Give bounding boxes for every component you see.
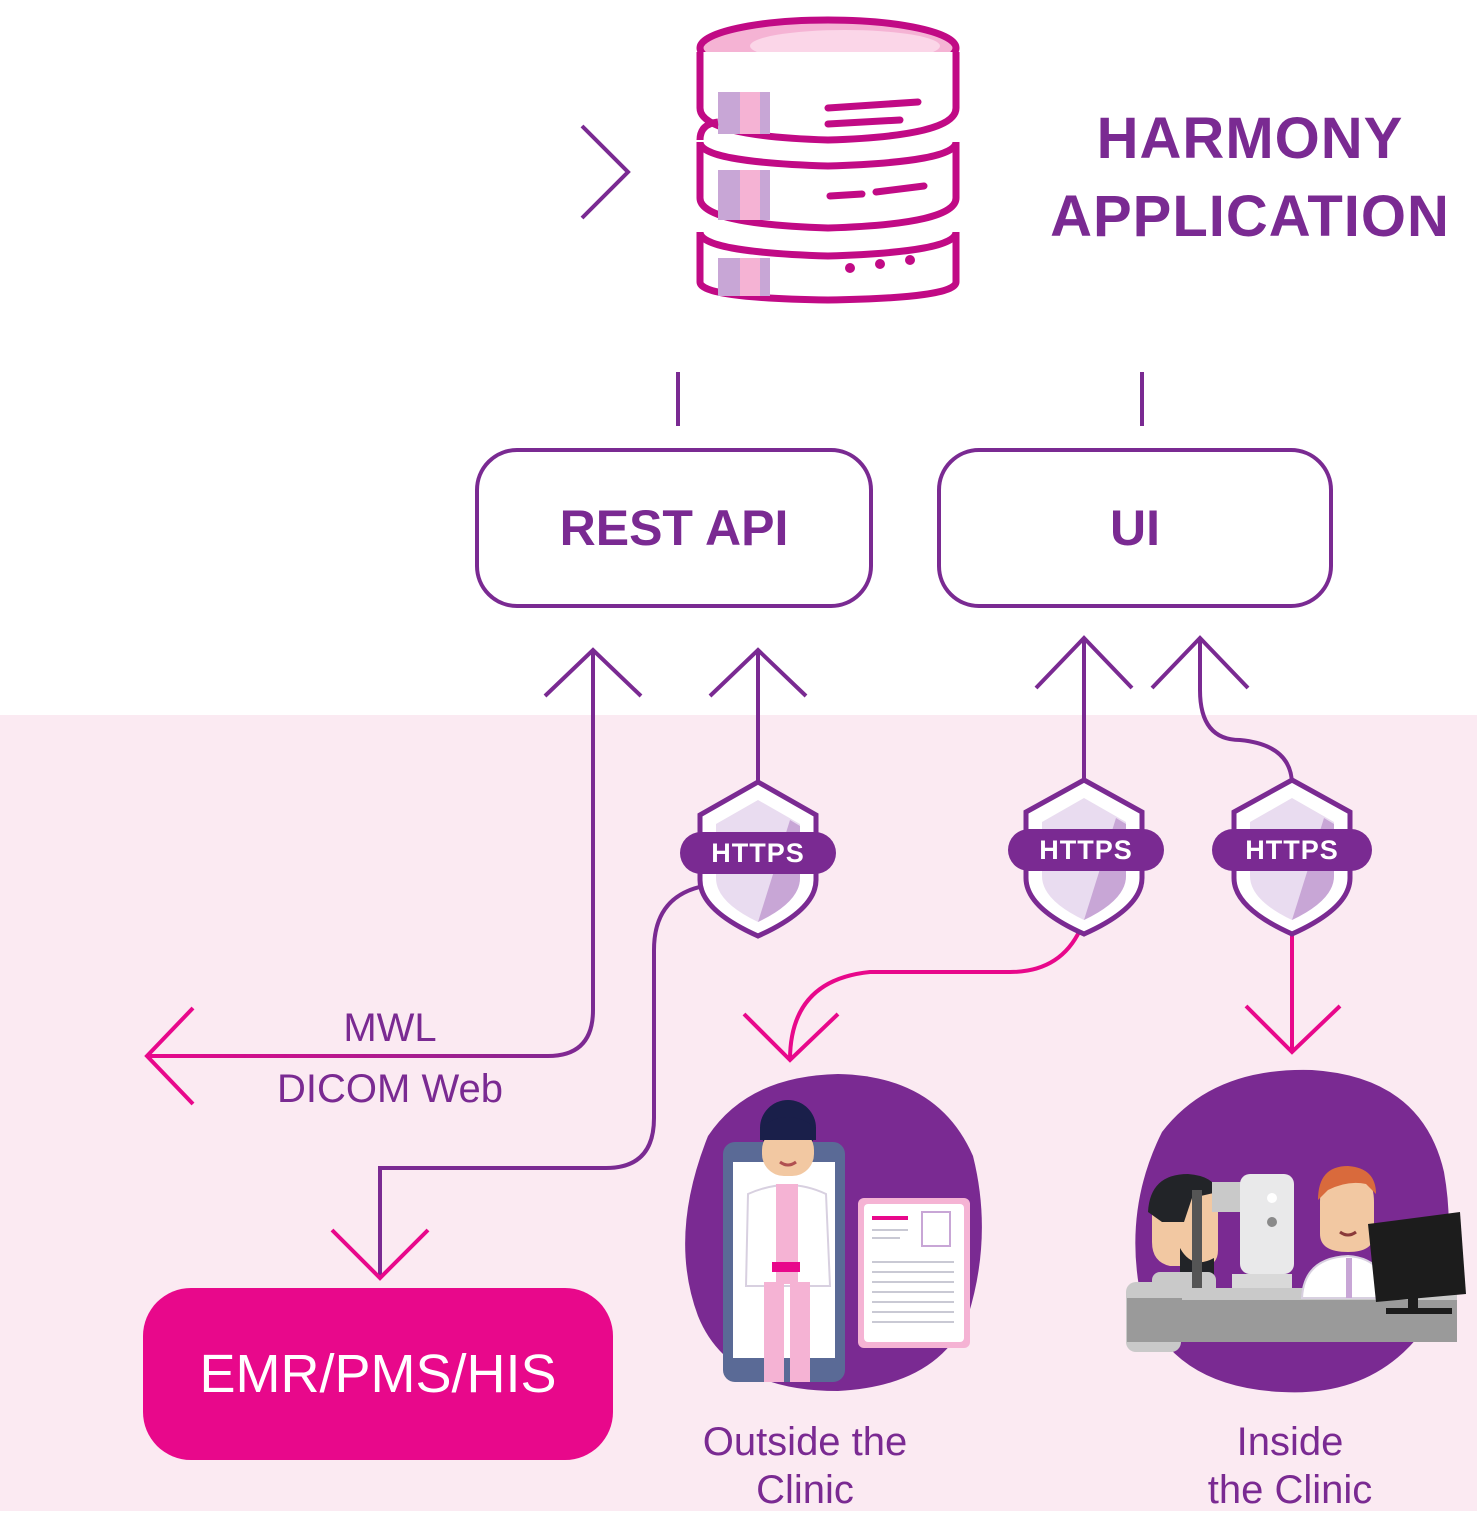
inside-clinic-path bbox=[1244, 930, 1342, 1055]
emr-label: EMR/PMS/HIS bbox=[199, 1344, 557, 1404]
outside-clinic-caption-line2: Clinic bbox=[756, 1468, 854, 1512]
application-title: HARMONY APPLICATION bbox=[1000, 100, 1477, 256]
monitor-icon bbox=[1368, 1212, 1466, 1302]
eye-exam-device-icon bbox=[1240, 1174, 1294, 1274]
application-title-line1: HARMONY bbox=[1096, 106, 1404, 171]
dicom-web-label: DICOM Web bbox=[277, 1067, 503, 1111]
rest-api-node: REST API bbox=[475, 448, 873, 608]
outside-clinic-caption-line1: Outside the bbox=[702, 1420, 908, 1464]
mwl-label: MWL bbox=[343, 1006, 437, 1050]
mwl-dicom-path bbox=[144, 650, 595, 1106]
outside-clinic-illustration bbox=[685, 1074, 982, 1391]
inside-clinic-illustration bbox=[1126, 1069, 1466, 1393]
https-badge-rest: HTTPS bbox=[680, 832, 836, 874]
application-title-line2: APPLICATION bbox=[1050, 184, 1450, 249]
rest-arrows bbox=[543, 647, 808, 782]
outside-clinic-caption: Outside the Clinic bbox=[655, 1418, 955, 1514]
ui-label: UI bbox=[1110, 500, 1160, 556]
https-badge-ui-outside: HTTPS bbox=[1008, 829, 1164, 871]
inside-clinic-caption-line2: the Clinic bbox=[1207, 1468, 1373, 1512]
outside-clinic-path bbox=[742, 929, 1082, 1063]
inside-clinic-caption: Inside the Clinic bbox=[1140, 1418, 1440, 1514]
emr-node: EMR/PMS/HIS bbox=[143, 1288, 613, 1460]
database-server-icon bbox=[696, 16, 960, 304]
incoming-arrow bbox=[0, 124, 631, 220]
bus-line bbox=[0, 370, 1144, 426]
ui-arrows bbox=[1034, 635, 1294, 786]
emr-path bbox=[330, 884, 705, 1281]
https-badge-ui-inside: HTTPS bbox=[1212, 829, 1372, 871]
rest-api-label: REST API bbox=[559, 500, 789, 556]
inside-clinic-caption-line1: Inside bbox=[1236, 1420, 1344, 1464]
ui-node: UI bbox=[937, 448, 1333, 608]
